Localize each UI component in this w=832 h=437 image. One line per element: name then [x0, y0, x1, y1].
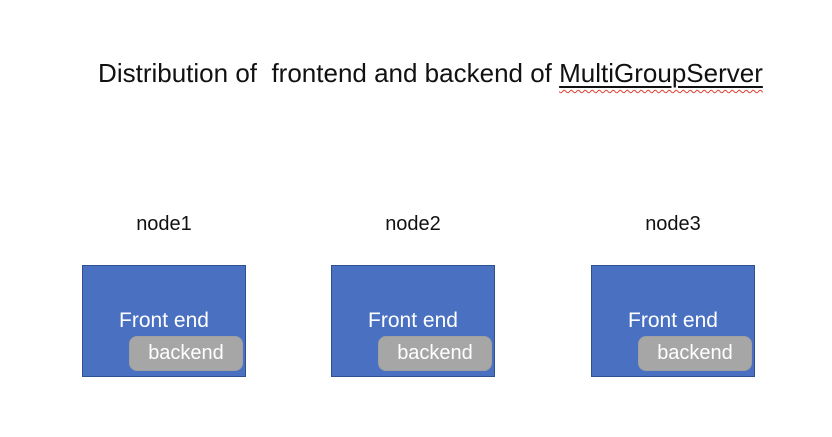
frontend-box[interactable]: Front end backend: [331, 265, 495, 377]
backend-box[interactable]: backend: [378, 336, 492, 371]
title-text: Distribution of frontend and backend of: [98, 58, 560, 88]
backend-label: backend: [657, 342, 733, 364]
node-label[interactable]: node2: [385, 213, 441, 235]
slide-title[interactable]: Distribution of frontend and backend of …: [0, 22, 832, 124]
title-spellcheck-word: MultiGroupServer: [559, 58, 763, 88]
frontend-label: Front end: [368, 309, 458, 332]
node-group-2: node2 Front end backend: [331, 213, 495, 377]
node-label[interactable]: node3: [645, 213, 701, 235]
backend-box[interactable]: backend: [129, 336, 243, 371]
backend-label: backend: [397, 342, 473, 364]
frontend-label: Front end: [119, 309, 209, 332]
frontend-label: Front end: [628, 309, 718, 332]
backend-label: backend: [148, 342, 224, 364]
node-group-3: node3 Front end backend: [591, 213, 755, 377]
frontend-box[interactable]: Front end backend: [82, 265, 246, 377]
frontend-box[interactable]: Front end backend: [591, 265, 755, 377]
backend-box[interactable]: backend: [638, 336, 752, 371]
node-group-1: node1 Front end backend: [82, 213, 246, 377]
node-label[interactable]: node1: [136, 213, 192, 235]
title-underline-wrap: MultiGroupServer: [559, 58, 763, 88]
